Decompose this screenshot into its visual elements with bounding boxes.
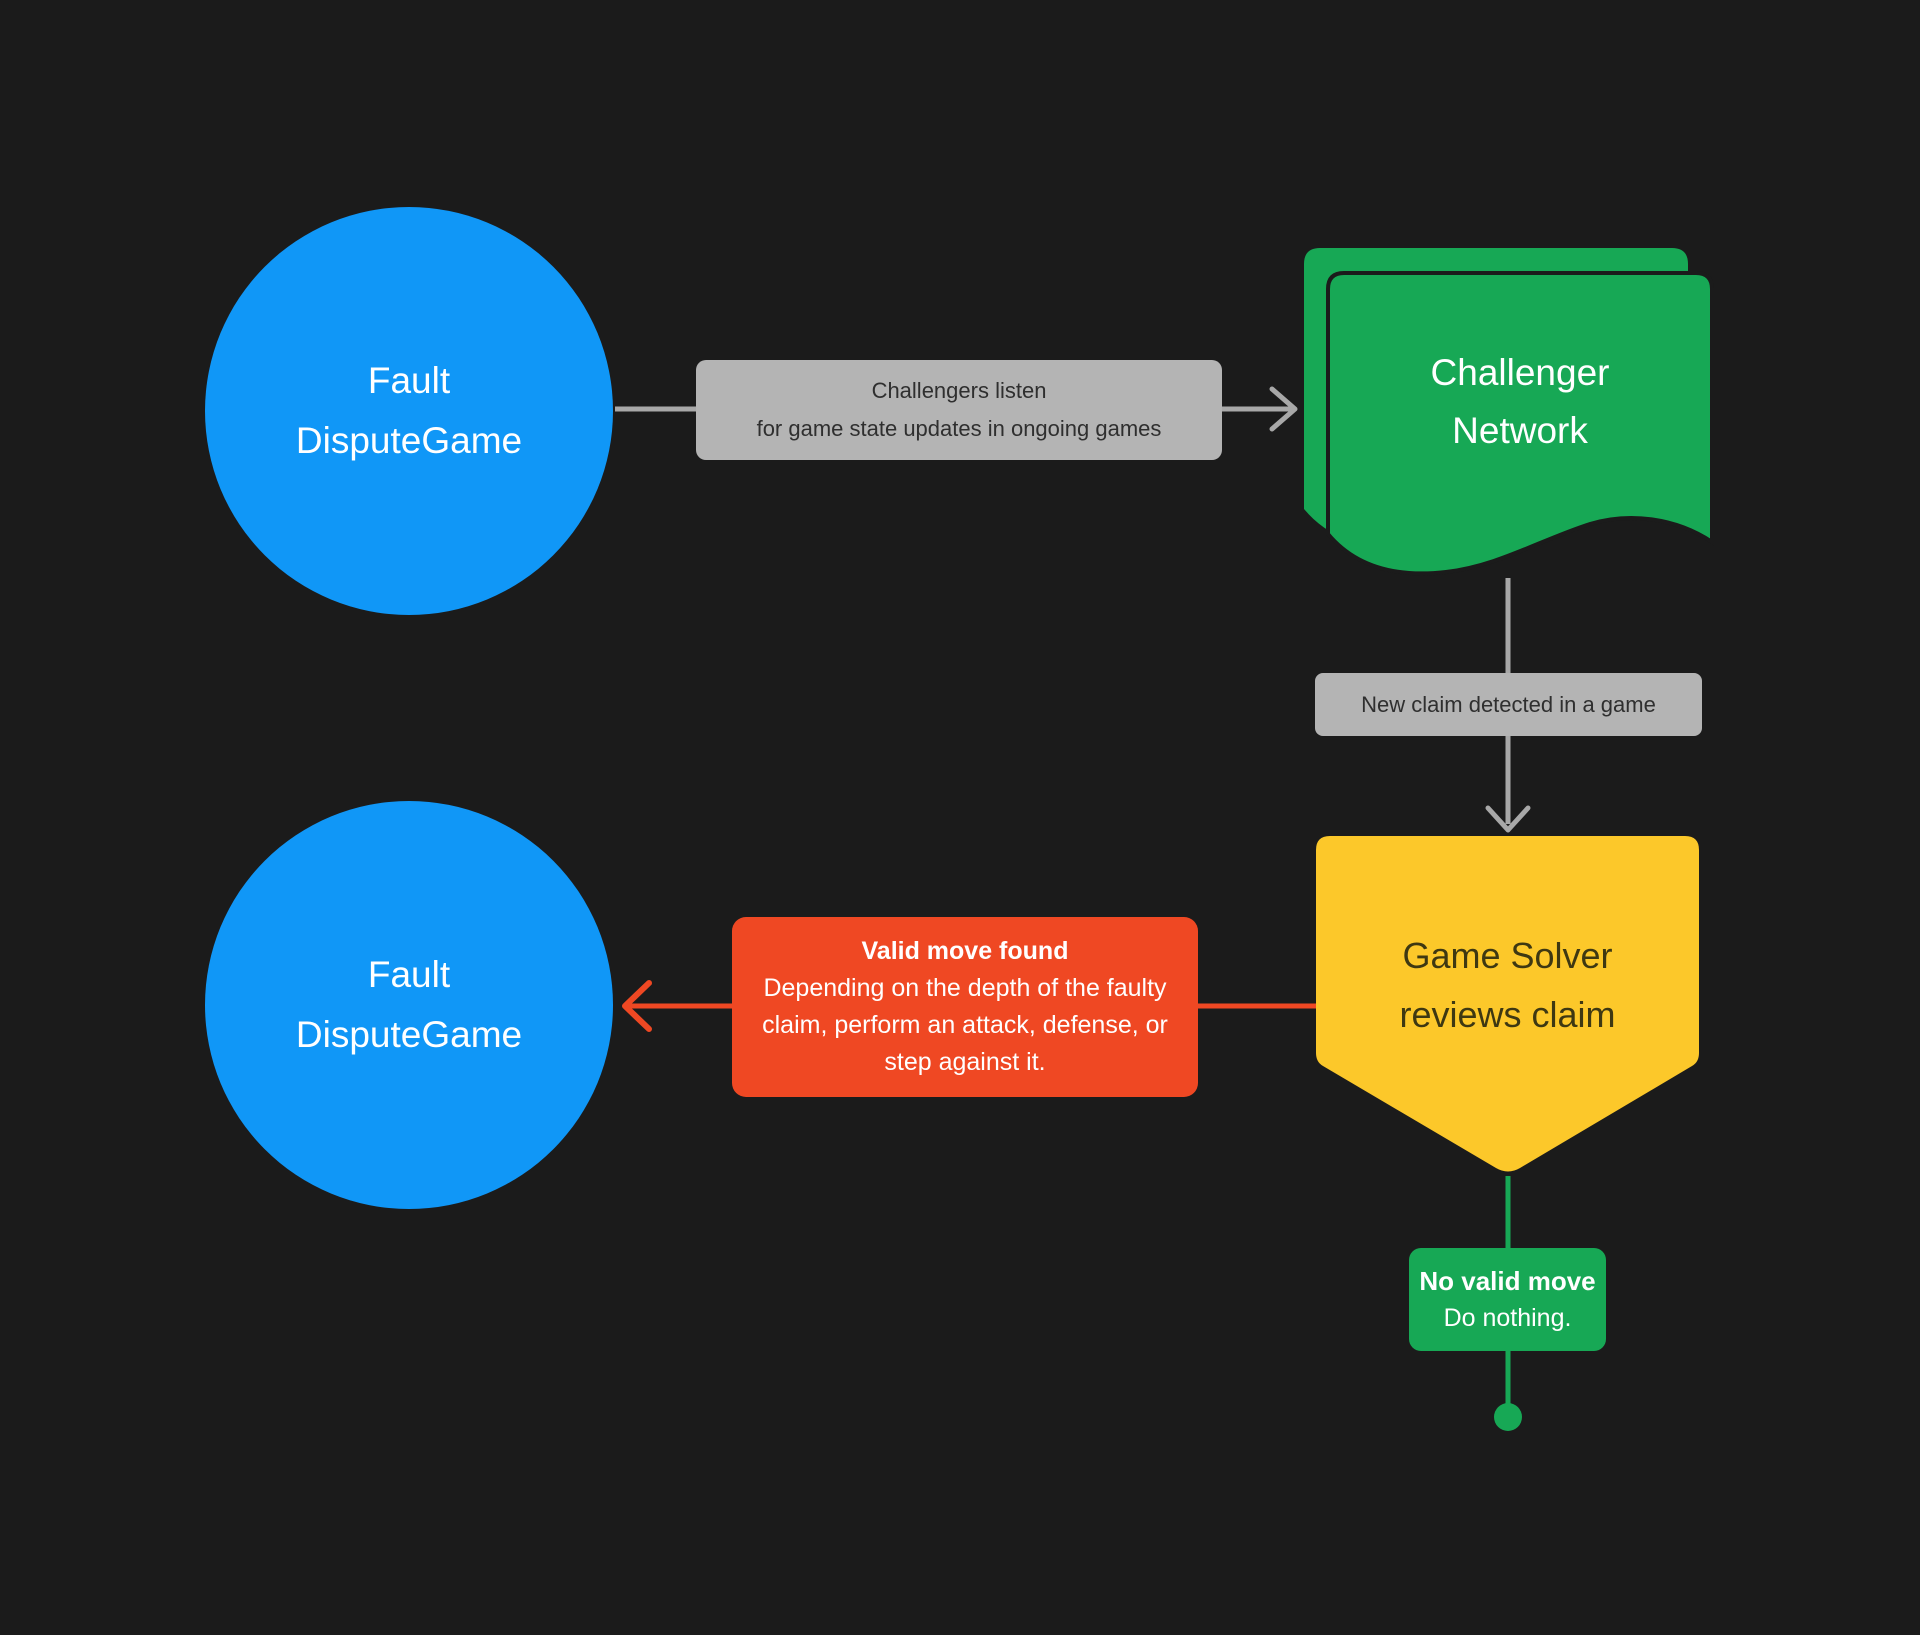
label-line: New claim detected in a game <box>1361 691 1656 717</box>
node-label: DisputeGame <box>295 1014 523 1055</box>
game-solver-shape <box>1316 836 1699 1172</box>
challenger-network-shape <box>1326 271 1714 576</box>
label-line: for game state updates in ongoing games <box>756 416 1162 441</box>
label-new-claim-detected: New claim detected in a game <box>1315 673 1702 736</box>
node-label: Challenger <box>1430 352 1610 393</box>
label-title: Valid move found <box>861 937 1069 965</box>
node-fault-dispute-game-top: Fault DisputeGame <box>205 207 613 615</box>
node-label: Fault <box>367 954 451 995</box>
node-label: Network <box>1452 410 1588 451</box>
label-body: Depending on the depth of the faulty cla… <box>762 974 1168 1076</box>
label-no-valid-move: No valid move Do nothing. <box>1409 1248 1606 1351</box>
label-line: Challengers listen <box>871 378 1047 403</box>
node-label: Fault <box>367 360 451 401</box>
label-title: No valid move <box>1419 1265 1596 1296</box>
node-game-solver: Game Solver reviews claim <box>1316 860 1699 1110</box>
node-fault-dispute-game-bottom: Fault DisputeGame <box>205 801 613 1209</box>
node-label: Game Solver <box>1402 935 1613 976</box>
label-valid-move-found: Valid move found Depending on the depth … <box>732 917 1198 1097</box>
end-dot-icon <box>1494 1403 1522 1431</box>
node-label: reviews claim <box>1399 994 1616 1035</box>
arrow-left-red-icon <box>622 980 652 1032</box>
arrow-right-icon <box>1269 386 1298 432</box>
label-challengers-listen: Challengers listen for game state update… <box>696 360 1222 460</box>
node-label: DisputeGame <box>295 420 523 461</box>
label-body: Do nothing. <box>1443 1303 1572 1332</box>
node-challenger-network: Challenger Network <box>1328 273 1712 531</box>
arrow-down-icon <box>1485 805 1531 833</box>
